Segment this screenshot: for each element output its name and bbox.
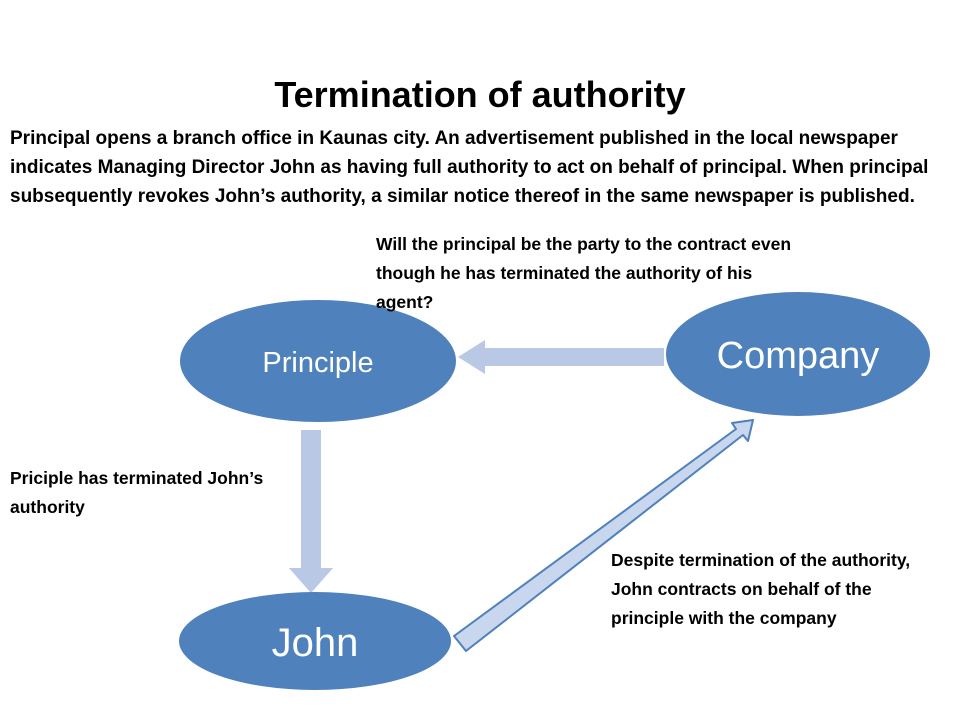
- arrow-john-to-company: [453, 419, 754, 652]
- termination-note: Priciple has terminated John’s authority: [10, 468, 264, 517]
- question-text: Will the principal be the party to the c…: [376, 234, 792, 312]
- john-node-label: John: [272, 621, 359, 665]
- company-node: [666, 292, 930, 416]
- arrow-company-to-principle: [458, 340, 664, 374]
- slide-title: Termination of authority: [274, 74, 686, 115]
- intro-paragraph: Principal opens a branch office in Kauna…: [10, 128, 929, 207]
- principle-node: [180, 300, 456, 422]
- john-node: [179, 592, 451, 690]
- arrow-principle-to-john: [289, 430, 333, 593]
- principle-node-label: Principle: [262, 347, 373, 379]
- contract-note: Despite termination of the authority, Jo…: [611, 550, 911, 628]
- company-node-label: Company: [717, 335, 880, 377]
